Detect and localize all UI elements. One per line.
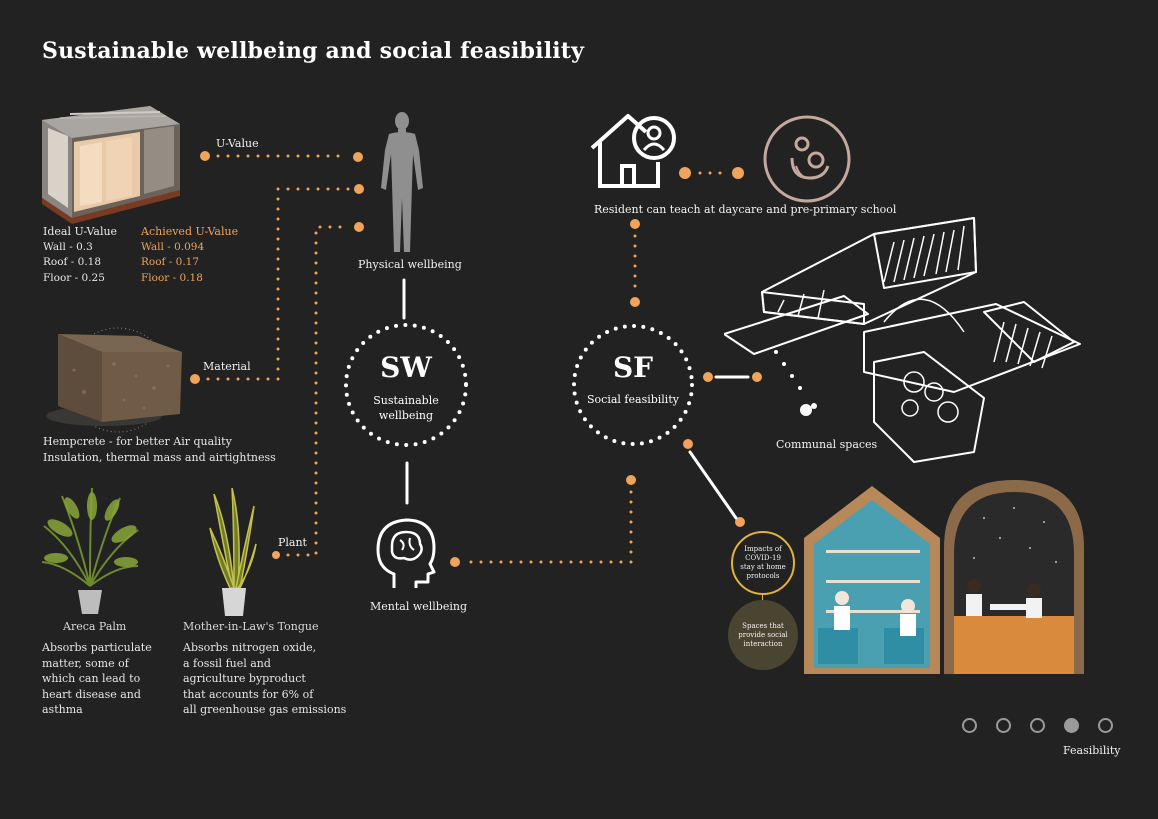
areca-desc-line: asthma: [42, 702, 152, 718]
achieved-uvalue-block: Achieved U-Value Wall - 0.094 Roof - 0.1…: [141, 224, 238, 286]
connector-endpoint: [353, 152, 363, 162]
ideal-roof: Roof - 0.18: [43, 255, 117, 271]
covid-impact-bubble: Impacts of COVID-19 stay at home protoco…: [731, 531, 795, 595]
sw-caption-line2: wellbeing: [346, 408, 466, 423]
achieved-roof: Roof - 0.17: [141, 255, 238, 271]
page-dot-5[interactable]: [1098, 718, 1113, 733]
snake-desc-line: that accounts for 6% of: [183, 687, 346, 703]
snake-plant-description: Absorbs nitrogen oxide, a fossil fuel an…: [183, 640, 346, 718]
achieved-floor: Floor - 0.18: [141, 271, 238, 287]
daycare-icon: [762, 114, 852, 204]
human-figure-icon: [377, 110, 427, 256]
achieved-uvalue-heading: Achieved U-Value: [141, 224, 238, 240]
snake-desc-line: a fossil fuel and: [183, 656, 346, 672]
sw-caption-line1: Sustainable: [346, 393, 466, 408]
ideal-uvalue-block: Ideal U-Value Wall - 0.3 Roof - 0.18 Flo…: [43, 224, 117, 286]
snake-desc-line: all greenhouse gas emissions: [183, 702, 346, 718]
material-caption-line2: Insulation, thermal mass and airtightnes…: [43, 450, 276, 466]
connector-endpoint: [703, 372, 713, 382]
connector-endpoint: [679, 167, 691, 179]
page-dot-2[interactable]: [996, 718, 1011, 733]
wall-cutaway-illustration: [40, 106, 185, 224]
communal-spaces-label: Communal spaces: [776, 438, 877, 451]
areca-desc-line: matter, some of: [42, 656, 152, 672]
social-spaces-bubble: Spaces that provide social interaction: [728, 600, 798, 670]
areca-desc-line: which can lead to: [42, 671, 152, 687]
physical-wellbeing-label: Physical wellbeing: [358, 258, 462, 271]
ideal-wall: Wall - 0.3: [43, 240, 117, 256]
sw-ring: [346, 325, 466, 445]
connector-endpoint: [272, 551, 280, 559]
sw-letters: SW: [346, 351, 466, 384]
sf-letters: SF: [573, 351, 693, 384]
snake-desc-line: agriculture byproduct: [183, 671, 346, 687]
page-dot-4-active[interactable]: [1064, 718, 1079, 733]
connector-endpoint: [354, 222, 364, 232]
connector-endpoint: [732, 167, 744, 179]
sf-ring: [574, 326, 692, 444]
areca-palm-illustration: [40, 486, 140, 618]
page-title: Sustainable wellbeing and social feasibi…: [42, 38, 584, 64]
mental-wellbeing-label: Mental wellbeing: [370, 600, 467, 613]
areca-palm-name: Areca Palm: [63, 620, 126, 633]
connector-endpoint: [200, 151, 210, 161]
areca-palm-description: Absorbs particulate matter, some of whic…: [42, 640, 152, 718]
snake-desc-line: Absorbs nitrogen oxide,: [183, 640, 346, 656]
material-caption-line1: Hempcrete - for better Air quality: [43, 434, 276, 450]
hempcrete-block-illustration: [44, 330, 186, 430]
uvalue-label: U-Value: [216, 137, 259, 150]
interior-render-illustration: [804, 478, 1086, 676]
connector-endpoint: [450, 557, 460, 567]
areca-desc-line: heart disease and: [42, 687, 152, 703]
snake-plant-name: Mother-in-Law's Tongue: [183, 620, 318, 633]
connector-endpoint: [626, 475, 636, 485]
brain-head-icon: [372, 516, 442, 590]
plant-label: Plant: [278, 536, 307, 549]
achieved-wall: Wall - 0.094: [141, 240, 238, 256]
section-label: Feasibility: [1063, 744, 1121, 757]
material-label: Material: [203, 360, 251, 373]
page-dot-3[interactable]: [1030, 718, 1045, 733]
areca-desc-line: Absorbs particulate: [42, 640, 152, 656]
ideal-uvalue-heading: Ideal U-Value: [43, 224, 117, 240]
snake-plant-illustration: [208, 488, 258, 618]
home-person-icon: [588, 110, 680, 190]
communal-spaces-sketch: [724, 212, 1084, 472]
sw-caption: Sustainable wellbeing: [346, 393, 466, 423]
connector-endpoint: [683, 439, 693, 449]
page-dot-1[interactable]: [962, 718, 977, 733]
connector-endpoint: [190, 374, 200, 384]
connector-endpoint: [354, 184, 364, 194]
ideal-floor: Floor - 0.25: [43, 271, 117, 287]
sf-caption: Social feasibility: [573, 392, 693, 407]
material-caption: Hempcrete - for better Air quality Insul…: [43, 434, 276, 465]
connector-endpoint: [630, 219, 640, 229]
connector-endpoint: [630, 297, 640, 307]
